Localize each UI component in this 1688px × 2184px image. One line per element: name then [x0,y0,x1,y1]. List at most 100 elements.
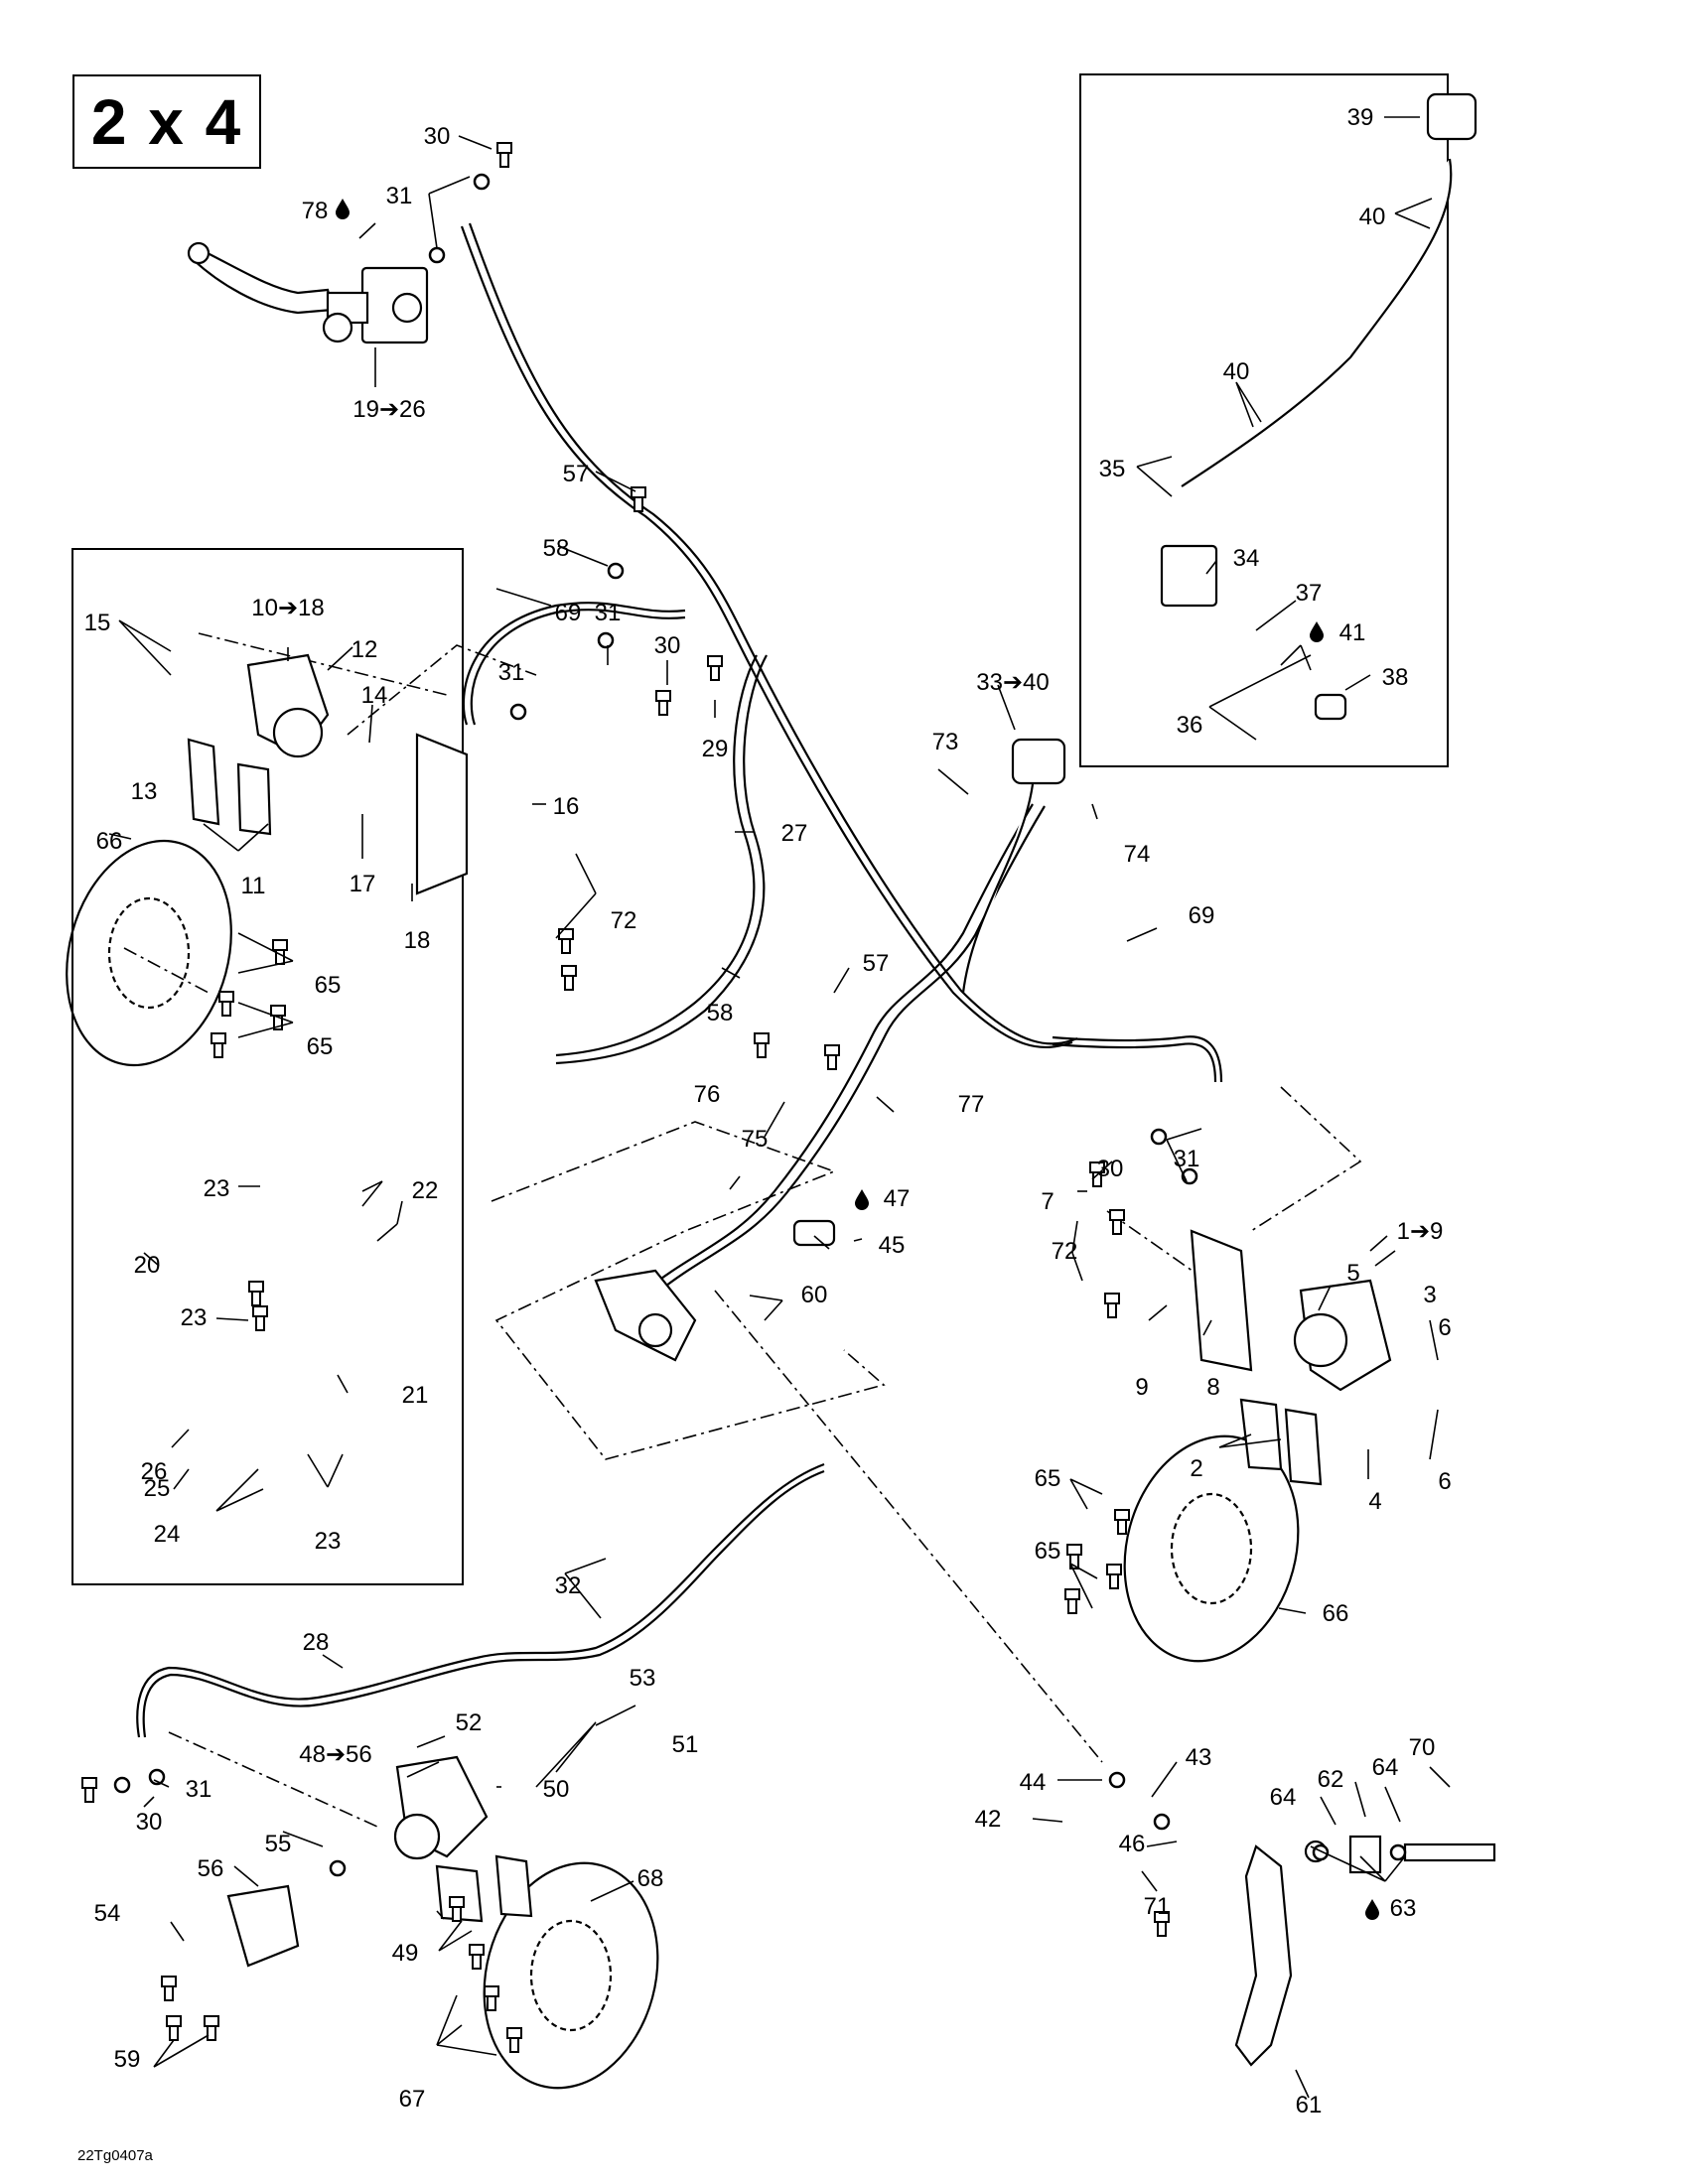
brake-lines [136,222,1223,1738]
callout-50: 50 [543,1776,570,1803]
callout-23a: 23 [204,1175,230,1202]
callout-24: 24 [154,1521,181,1548]
callout-10: 10➔18 [251,595,325,621]
diagram-title: 2 x 4 [72,74,261,169]
callout-65c: 65 [1035,1465,1061,1492]
callout-71: 71 [1144,1893,1171,1920]
callout-32: 32 [555,1572,582,1599]
callout-27: 27 [781,820,808,847]
callout-6b: 6 [1438,1468,1451,1495]
callout-31d: 31 [1174,1146,1200,1172]
callout-9: 9 [1135,1374,1148,1401]
drop-icon [1310,621,1324,642]
callout-21: 21 [402,1382,429,1409]
callout-65b: 65 [307,1033,334,1060]
leader-lines [108,116,1451,2099]
master-cylinder-inset-frame [71,548,464,1585]
callout-63: 63 [1390,1895,1417,1922]
callout-69a: 69 [555,600,582,626]
callout-6a: 6 [1438,1314,1451,1341]
callout-77: 77 [958,1091,985,1118]
callout-56: 56 [198,1855,224,1882]
callout-14: 14 [361,682,388,709]
callout-51: 51 [672,1731,699,1758]
callout-70: 70 [1409,1734,1436,1761]
callout-33: 33➔40 [976,669,1050,696]
callout-65a: 65 [315,972,342,999]
callout-30b: 30 [654,632,681,659]
callout-57a: 57 [563,461,590,487]
callout-58a: 58 [543,535,570,562]
callout-62: 62 [1318,1766,1344,1793]
callout-23b: 23 [181,1304,208,1331]
callout-30a: 30 [424,123,451,150]
callout-37: 37 [1296,580,1323,607]
callout-65d: 65 [1035,1538,1061,1565]
callout-72a: 72 [611,907,637,934]
callout-66b: 66 [1323,1600,1349,1627]
callout-64a: 64 [1270,1784,1297,1811]
reservoirs [961,92,1477,994]
callout-31b: 31 [595,600,622,626]
callout-4: 4 [1368,1488,1381,1515]
callout-74: 74 [1124,841,1151,868]
rear-caliper [226,1755,533,1968]
callout-36: 36 [1177,712,1203,739]
callout-11: 11 [241,873,266,899]
callout-42: 42 [975,1806,1002,1833]
callout-30d: 30 [136,1809,163,1836]
callout-73: 73 [932,729,959,755]
callout-59: 59 [114,2046,141,2073]
callout-31e: 31 [186,1776,212,1803]
front-master-cylinder [187,241,429,344]
callout-64b: 64 [1372,1754,1399,1781]
callout-31a: 31 [386,183,413,209]
callout-5: 5 [1346,1260,1359,1287]
callout-16: 16 [553,793,580,820]
front-right-caliper [1190,1229,1392,1486]
callout-26: 26 [141,1458,168,1485]
brake-pedal [1234,1835,1496,2067]
callout-68: 68 [637,1865,664,1892]
rear-master-cylinder [594,1219,836,1362]
callout-19: 19➔26 [352,396,426,423]
callout-38: 38 [1382,664,1409,691]
callout-29: 29 [702,736,729,762]
callout-53: 53 [630,1665,656,1692]
drop-icon [855,1189,869,1210]
callout-1: 1➔9 [1397,1218,1444,1245]
callout-13: 13 [131,778,158,805]
callout-39: 39 [1347,104,1374,131]
callout-3: 3 [1423,1282,1436,1308]
callout-7: 7 [1041,1188,1054,1215]
drop-icon [336,199,350,219]
callout-47: 47 [884,1185,911,1212]
assembly-dash-lines [123,632,1362,1828]
callout-40a: 40 [1359,204,1386,230]
callout-49: 49 [392,1940,419,1967]
callout-17: 17 [350,871,376,897]
callout-2: 2 [1190,1455,1202,1482]
callout-46: 46 [1119,1831,1146,1857]
callout-52: 52 [456,1709,483,1736]
callout-45: 45 [879,1232,906,1259]
callout-41: 41 [1339,619,1366,646]
callout-34: 34 [1233,545,1260,572]
callout-76: 76 [694,1081,721,1108]
callout-35: 35 [1099,456,1126,482]
callout-28: 28 [303,1629,330,1656]
callout-67: 67 [399,2086,426,2113]
callout-66a: 66 [96,828,123,855]
callout-69b: 69 [1189,902,1215,929]
drawing-code: 22Tg0407a [77,2147,153,2164]
callout-78: 78 [302,198,329,224]
callout-15: 15 [84,610,111,636]
callout-20: 20 [134,1252,161,1279]
callout-72b: 72 [1052,1238,1078,1265]
callout-55: 55 [265,1831,292,1857]
callout-8: 8 [1206,1374,1219,1401]
callout-40b: 40 [1223,358,1250,385]
callout-30c: 30 [1097,1156,1124,1182]
callout-75: 75 [742,1126,769,1153]
